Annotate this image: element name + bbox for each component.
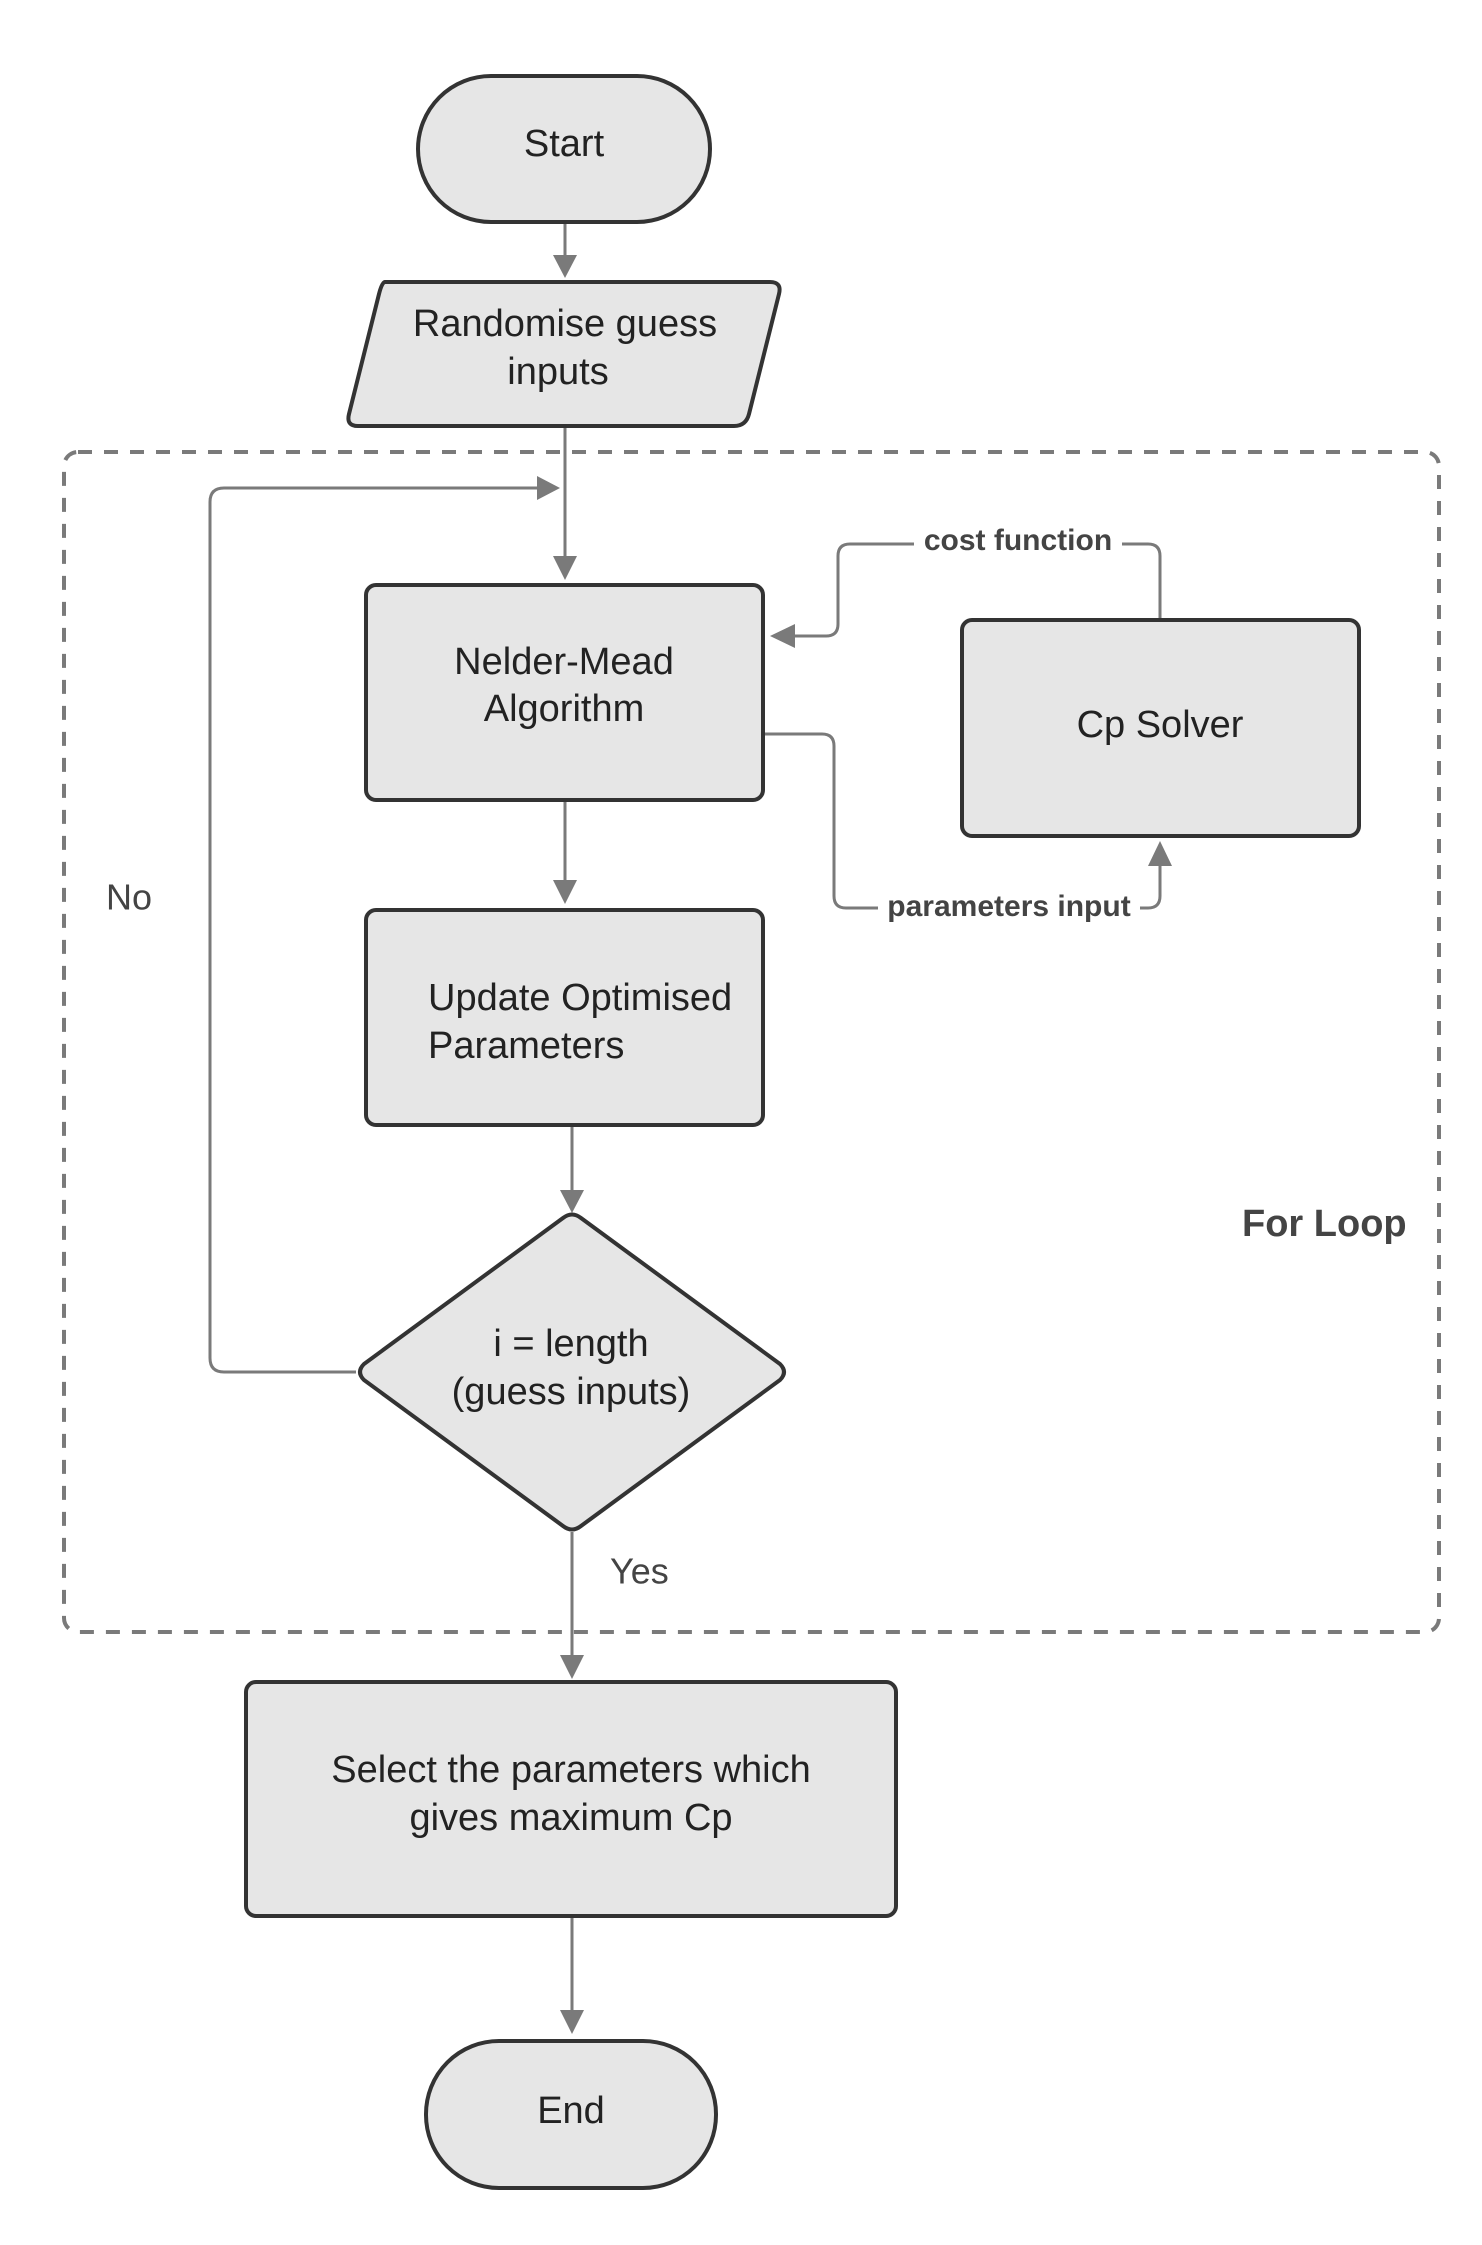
randomise-label-line1: Randomise guess <box>413 303 717 345</box>
nelder-mead-node: Nelder-Mead Algorithm <box>364 583 765 802</box>
cost-function-label: cost function <box>924 524 1112 557</box>
cost-function-label-bg <box>914 522 1122 562</box>
arrowhead <box>553 255 577 278</box>
yes-label: Yes <box>610 1551 669 1592</box>
nelder-mead-label-line2: Algorithm <box>484 688 645 730</box>
edge-decision-no-loop <box>208 486 537 1374</box>
arrowhead <box>553 556 577 580</box>
arrowhead <box>1148 841 1172 866</box>
parameters-input-label-bg <box>878 888 1140 928</box>
end-node: End <box>424 2039 718 2190</box>
arrowhead <box>560 1190 584 1213</box>
for-loop-label: For Loop <box>1242 1203 1407 1245</box>
decision-label-line1: i = length <box>493 1323 648 1365</box>
start-label: Start <box>524 123 605 165</box>
decision-label-line2: (guess inputs) <box>452 1371 691 1413</box>
select-label-line2: gives maximum Cp <box>409 1797 732 1839</box>
update-label-line2: Parameters <box>428 1025 624 1067</box>
randomise-input-node: Randomise guess inputs <box>346 280 782 428</box>
end-label: End <box>537 2090 605 2132</box>
edge-cost-function <box>795 542 1162 638</box>
arrowhead <box>537 476 560 500</box>
cp-solver-label: Cp Solver <box>1077 704 1244 746</box>
update-label-line1: Update Optimised <box>428 977 732 1019</box>
arrowhead <box>560 2010 584 2034</box>
no-label: No <box>106 877 152 918</box>
decision-node: i = length (guess inputs) <box>358 1212 786 1532</box>
arrowhead <box>560 1655 584 1679</box>
parameters-input-label: parameters input <box>887 890 1130 923</box>
select-parameters-node: Select the parameters which gives maximu… <box>244 1680 898 1918</box>
randomise-label-line2: inputs <box>507 351 608 393</box>
start-node: Start <box>416 74 712 224</box>
arrowhead <box>553 880 577 904</box>
select-label-line1: Select the parameters which <box>331 1749 810 1791</box>
arrowhead <box>770 624 795 648</box>
update-parameters-node: Update Optimised Parameters <box>364 908 765 1127</box>
edge-parameters-input <box>763 732 1162 910</box>
cp-solver-node: Cp Solver <box>960 618 1361 838</box>
nelder-mead-label-line1: Nelder-Mead <box>454 641 674 683</box>
